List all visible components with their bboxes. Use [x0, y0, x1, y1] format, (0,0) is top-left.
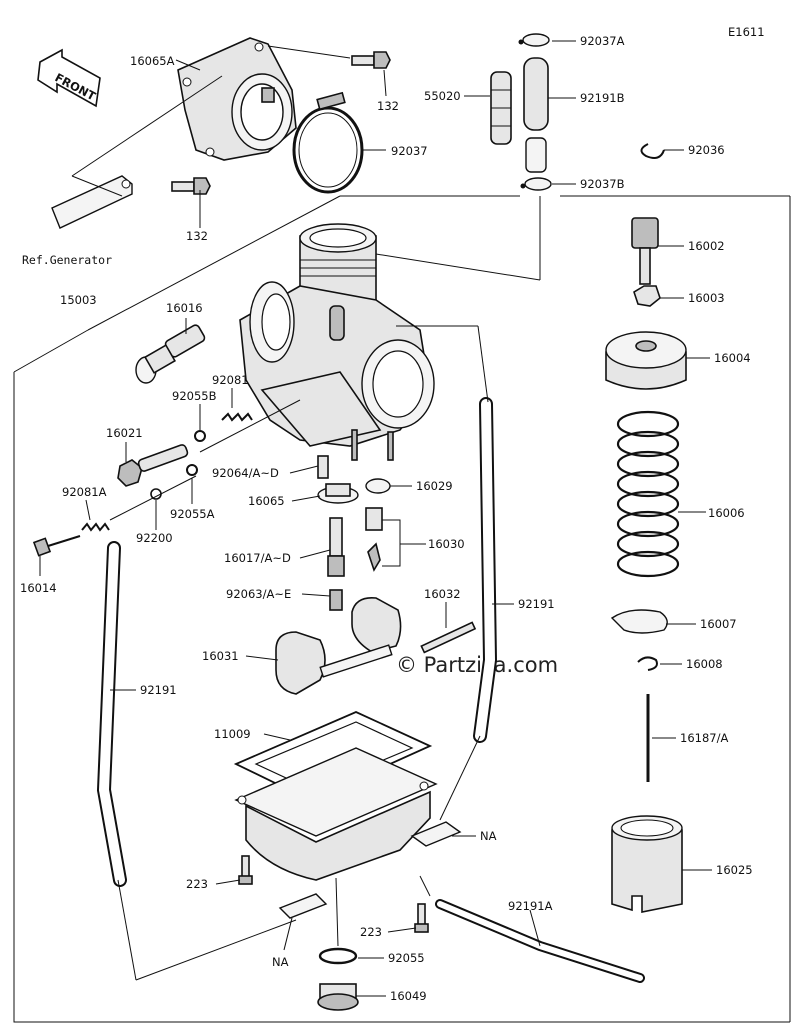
throttle-valve-16025 [611, 815, 683, 913]
clip-16008 [637, 656, 658, 671]
label-223-right: 223 [360, 925, 382, 939]
label-223-left: 223 [186, 877, 208, 891]
label-na-right: NA [480, 829, 497, 843]
float-pin-16032 [420, 621, 477, 654]
boot-92191b [523, 57, 549, 173]
assembly-outline [13, 75, 791, 1023]
label-11009: 11009 [214, 727, 251, 741]
needle-jet-92064 [317, 455, 329, 479]
oring-92055a [186, 464, 198, 476]
main-jet-16017 [327, 517, 345, 577]
screw-16014 [32, 535, 81, 557]
bracket-na-left [278, 893, 328, 919]
choke-plunger-16016 [135, 324, 206, 384]
needle-jet-holder-16065 [317, 483, 359, 504]
label-132-top: 132 [377, 99, 399, 113]
label-16016: 16016 [166, 301, 203, 315]
label-16002: 16002 [688, 239, 725, 253]
bolt-132-top [351, 51, 391, 69]
label-15003: 15003 [60, 293, 97, 307]
label-16025: 16025 [716, 863, 753, 877]
label-16021: 16021 [106, 426, 143, 440]
label-16014: 16014 [20, 581, 57, 595]
label-92055a: 92055A [170, 507, 215, 521]
pilot-jet-16030 [365, 507, 383, 572]
label-55020: 55020 [424, 89, 461, 103]
label-16065: 16065 [248, 494, 285, 508]
label-92055: 92055 [388, 951, 425, 965]
label-92191a: 92191A [508, 899, 553, 913]
label-ref-generator: Ref.Generator [22, 253, 112, 267]
screw-223-right [414, 903, 429, 933]
float-bowl [234, 747, 438, 881]
label-16029: 16029 [416, 479, 453, 493]
cap-16004 [605, 331, 687, 390]
watermark: © Partzilla.com [396, 653, 558, 677]
bracket-na-right [410, 821, 462, 847]
label-92200: 92200 [136, 531, 173, 545]
label-16004: 16004 [714, 351, 751, 365]
spring-16006 [616, 410, 680, 578]
label-16003: 16003 [688, 291, 725, 305]
label-16032: 16032 [424, 587, 461, 601]
front-arrow-icon: FRONT [37, 48, 101, 108]
pilot-screw-16021 [117, 444, 189, 487]
ref-generator-part [51, 175, 133, 229]
label-92191-left: 92191 [140, 683, 177, 697]
clamp-92037 [292, 91, 364, 194]
oring-92055b [194, 430, 206, 442]
label-16008: 16008 [686, 657, 723, 671]
clip-92036 [640, 143, 665, 159]
label-16007: 16007 [700, 617, 737, 631]
label-92055b: 92055B [172, 389, 217, 403]
label-92191-right: 92191 [518, 597, 555, 611]
label-16006: 16006 [708, 506, 745, 520]
adjuster-16002 [631, 217, 659, 285]
label-92063: 92063/A~E [226, 587, 291, 601]
leader-lines [39, 40, 712, 997]
bolt-132-bottom [171, 177, 211, 195]
cable-cap-55020 [490, 71, 512, 145]
label-16049: 16049 [390, 989, 427, 1003]
retainer-16007 [610, 609, 668, 634]
nut-16003 [633, 285, 661, 307]
main-jet-92063 [329, 589, 343, 611]
washer-92200 [150, 488, 162, 500]
label-92037b: 92037B [580, 177, 625, 191]
label-132-bottom: 132 [186, 229, 208, 243]
label-92191b: 92191B [580, 91, 625, 105]
cable-adjuster-92037b [520, 177, 552, 191]
label-92064: 92064/A~D [212, 466, 279, 480]
intake-pipe-16065a [177, 37, 297, 161]
label-16017: 16017/A~D [224, 551, 291, 565]
label-16030: 16030 [428, 537, 465, 551]
screw-223-left [238, 855, 253, 885]
label-16187: 16187/A [680, 731, 728, 745]
diagram-code: E1611 [728, 25, 765, 39]
float-16031 [275, 596, 402, 695]
spring-92081 [221, 412, 253, 422]
cable-adjuster-92037a [518, 33, 550, 47]
carburetor-body-15003 [239, 223, 435, 461]
label-16065a: 16065A [130, 54, 175, 68]
washer-16029 [365, 478, 391, 494]
label-92037a: 92037A [580, 34, 625, 48]
label-16031: 16031 [202, 649, 239, 663]
oring-92055 [318, 947, 358, 965]
label-92036: 92036 [688, 143, 725, 157]
drain-plug-16049 [317, 983, 359, 1011]
spring-92081a [81, 522, 110, 532]
label-92081a: 92081A [62, 485, 107, 499]
label-92081: 92081 [212, 373, 249, 387]
label-na-left: NA [272, 955, 289, 969]
label-92037: 92037 [391, 144, 428, 158]
